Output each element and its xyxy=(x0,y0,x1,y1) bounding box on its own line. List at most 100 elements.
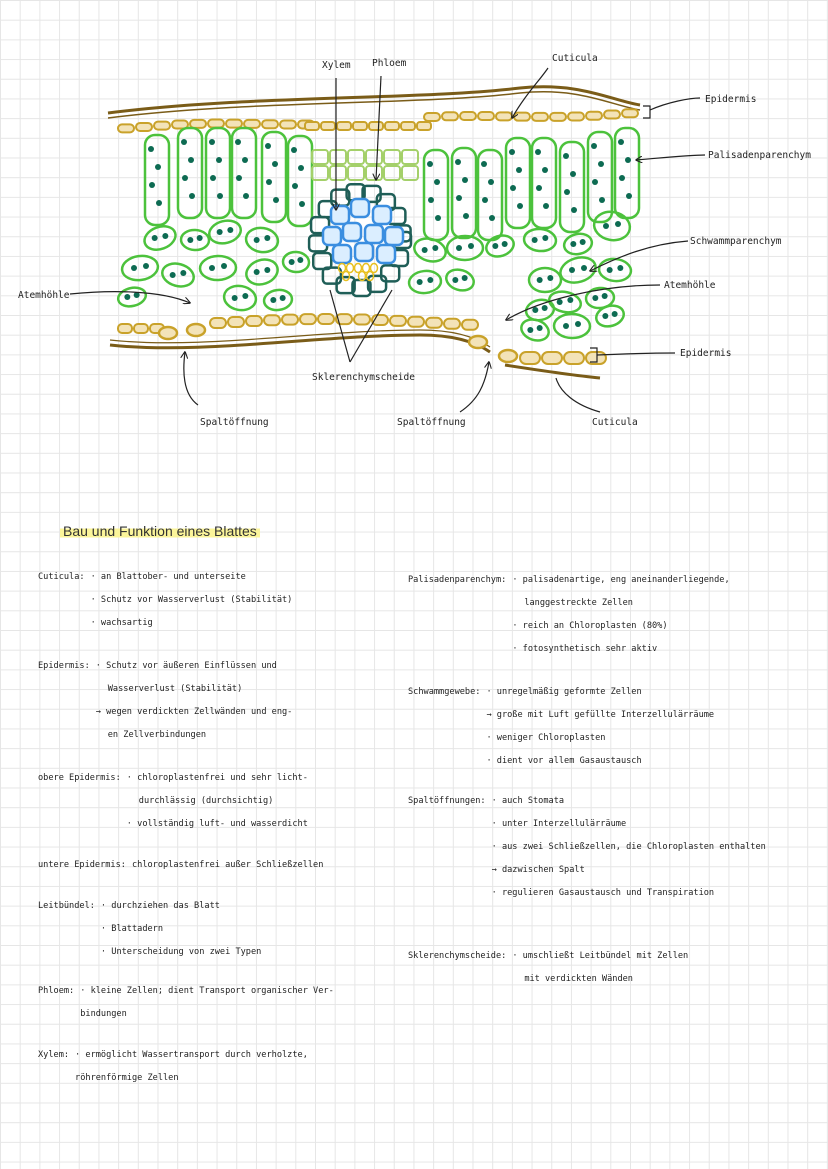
epidermis-cell xyxy=(567,111,585,122)
chloroplast xyxy=(264,235,271,241)
right-column: Palisadenparenchym: · palisadenartige, e… xyxy=(408,569,818,991)
xylem-cell xyxy=(321,225,343,247)
label-epidermis-bottom: Epidermis xyxy=(680,348,731,359)
epidermis-cell xyxy=(425,316,443,329)
spongy-cell xyxy=(559,256,597,284)
palisade-cell xyxy=(260,130,288,224)
palisade-cell xyxy=(230,126,258,220)
text-line: · dient vor allem Gasaustausch xyxy=(486,756,642,766)
sklerenchym-leader-right xyxy=(349,289,393,363)
palisade-cell xyxy=(558,140,586,234)
spongy-cell xyxy=(584,286,616,310)
chloroplast xyxy=(527,327,534,333)
spongy-cell xyxy=(244,226,280,254)
epidermis-cell xyxy=(585,110,603,121)
chloroplast xyxy=(592,179,598,185)
chloroplast xyxy=(462,177,468,183)
palisade-cell xyxy=(586,130,614,224)
chloroplast xyxy=(217,193,223,199)
entry-sklerenchymscheide: Sklerenchymscheide: · umschließt Leitbün… xyxy=(408,945,818,991)
chloroplast xyxy=(124,294,131,300)
palisade-cell xyxy=(204,126,232,220)
term-palisadenparenchym: Palisadenparenchym: xyxy=(408,575,507,585)
leaf-cross-section-diagram: Xylem Phloem Cuticula Epidermis Palisade… xyxy=(18,53,811,428)
chloroplast xyxy=(273,197,279,203)
text-line: · an Blattober- und unterseite xyxy=(90,572,246,582)
epidermis-cell xyxy=(353,313,371,326)
phloem-cell xyxy=(383,149,401,165)
guard-cells-left xyxy=(157,322,207,341)
text-line: → große mit Luft gefüllte Interzellulärr… xyxy=(486,710,715,720)
epidermis-cell xyxy=(461,318,479,331)
epidermis-cell xyxy=(416,121,432,131)
epidermis-cell xyxy=(209,317,227,329)
epidermis-cell xyxy=(513,111,531,122)
upper-cuticle-inner xyxy=(107,91,641,119)
text-line: · kleine Zellen; dient Transport organis… xyxy=(80,986,334,996)
chloroplast xyxy=(611,311,618,317)
chloroplast xyxy=(536,277,543,283)
epidermis-cell xyxy=(384,121,400,131)
chloroplast xyxy=(569,267,575,273)
chloroplast xyxy=(279,295,286,301)
label-epidermis-top: Epidermis xyxy=(705,94,756,105)
palisade-cell xyxy=(143,133,171,227)
chloroplast xyxy=(563,153,569,159)
label-spalt-left: Spaltöffnung xyxy=(200,417,269,428)
text-line: · weniger Chloroplasten xyxy=(486,733,606,743)
phloem-cell xyxy=(311,149,329,165)
text-line: · aus zwei Schließzellen, die Chloroplas… xyxy=(491,842,766,852)
chloroplast xyxy=(242,157,248,163)
spongy-cell xyxy=(281,250,311,274)
epidermis-cell xyxy=(621,108,639,119)
sheath-cell xyxy=(366,274,388,294)
epidermis-cell xyxy=(117,123,135,134)
spongy-cell xyxy=(522,227,558,253)
spongy-cell xyxy=(245,258,279,286)
chloroplast xyxy=(253,269,260,275)
epidermis-cell xyxy=(304,121,320,131)
spongy-parenchyma xyxy=(116,210,633,342)
cambium-cell xyxy=(365,270,375,282)
text-line: · auch Stomata xyxy=(491,796,565,806)
xylem-cell xyxy=(349,197,371,219)
chloroplast xyxy=(463,213,469,219)
phloem-cell xyxy=(329,149,347,165)
epidermis-cell xyxy=(153,120,171,131)
text-line: Wasserverlust (Stabilität) xyxy=(107,684,243,694)
chloroplast xyxy=(532,307,539,313)
spongy-cell xyxy=(179,228,211,252)
epidermis-cell xyxy=(389,314,407,327)
spongy-cell xyxy=(120,254,160,282)
epidermis-cell xyxy=(495,111,513,122)
text-line: · Schutz vor Wasserverlust (Stabilität) xyxy=(90,595,293,605)
chloroplast xyxy=(236,175,242,181)
epidermis-cell xyxy=(243,118,261,129)
epidermis-cell xyxy=(225,118,243,129)
upper-epidermis xyxy=(117,108,639,134)
palisade-parenchyma xyxy=(143,126,641,242)
palisade-cell xyxy=(530,136,558,230)
term-spaltoeffnungen: Spaltöffnungen: xyxy=(408,796,486,806)
cambium-cell xyxy=(353,262,363,274)
chloroplast xyxy=(181,139,187,145)
text-line: · fotosynthetisch sehr aktiv xyxy=(512,644,658,654)
epidermis-cell xyxy=(317,313,335,326)
xylem-cell xyxy=(353,241,375,263)
epidermis-cell xyxy=(603,109,621,120)
chloroplast xyxy=(427,277,434,283)
chloroplast xyxy=(196,235,203,241)
epidermis-cell xyxy=(189,118,207,129)
spongy-cell xyxy=(413,237,447,263)
phloem-cells xyxy=(311,149,419,181)
chloroplast xyxy=(452,277,459,283)
epidermis-cell xyxy=(459,110,477,121)
spongy-cell xyxy=(207,219,243,245)
chloroplast xyxy=(216,157,222,163)
epidermis-cell xyxy=(320,121,336,131)
chloroplast xyxy=(547,275,554,281)
epidermis-cell xyxy=(281,313,299,326)
epidermis-cell xyxy=(441,111,459,122)
term-obere-epidermis: obere Epidermis: xyxy=(38,773,121,783)
chloroplast xyxy=(149,182,155,188)
